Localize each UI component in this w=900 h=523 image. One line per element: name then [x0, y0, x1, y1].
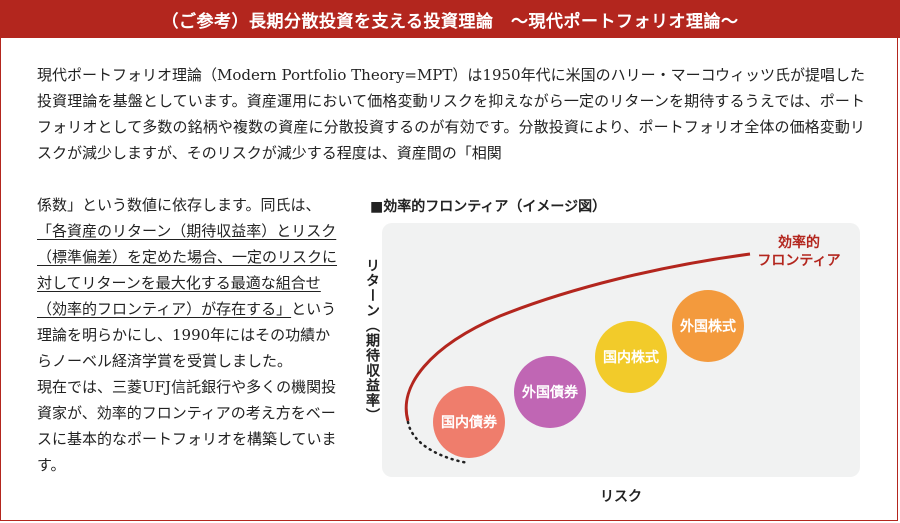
theory-underlined-text: 「各資産のリターン（期待収益率）とリスク（標準偏差）を定めた場合、一定のリスクに… [37, 222, 338, 318]
theory-paragraph: 係数」という数値に依存します。同氏は、「各資産のリターン（期待収益率）とリスク（… [37, 192, 337, 374]
asset-bubble-foreign-stocks: 外国株式 [672, 290, 744, 362]
page-title: （ご参考）長期分散投資を支える投資理論 ～現代ポートフォリオ理論～ [0, 0, 900, 38]
asset-bubble-domestic-bonds: 国内債券 [433, 386, 505, 458]
left-text-column: 係数」という数値に依存します。同氏は、「各資産のリターン（期待収益率）とリスク（… [37, 192, 337, 478]
theory-text-end: という理論を明らかにし、1990年にはその功績からノーベル経済学賞を受賞しました… [37, 300, 337, 370]
y-axis-label: リターン（期待収益率） [364, 258, 380, 423]
frontier-label: 効率的 フロンティア [754, 234, 844, 270]
frontier-label-line2: フロンティア [757, 253, 841, 269]
inefficient-dotted-curve [406, 420, 470, 465]
intro-paragraph: 現代ポートフォリオ理論（Modern Portfolio Theory=MPT）… [37, 66, 865, 162]
frontier-curve [404, 252, 751, 422]
efficient-frontier-chart: ■効率的フロンティア（イメージ図） リターン（期待収益率） リスク 効率的 フロ… [360, 196, 880, 506]
chart-title: ■効率的フロンティア（イメージ図） [370, 199, 607, 215]
frontier-curve-svg [404, 252, 751, 465]
asset-bubble-domestic-stocks: 国内株式 [595, 321, 667, 393]
x-axis-label: リスク [600, 489, 642, 505]
asset-bubble-foreign-bonds: 外国債券 [514, 356, 586, 428]
theory-text-start: 係数」という数値に依存します。同氏は、 [37, 196, 321, 214]
current-usage-paragraph: 現在では、三菱UFJ信託銀行や多くの機関投資家が、効率的フロンティアの考え方をベ… [37, 378, 337, 474]
frontier-label-line1: 効率的 [778, 235, 820, 251]
